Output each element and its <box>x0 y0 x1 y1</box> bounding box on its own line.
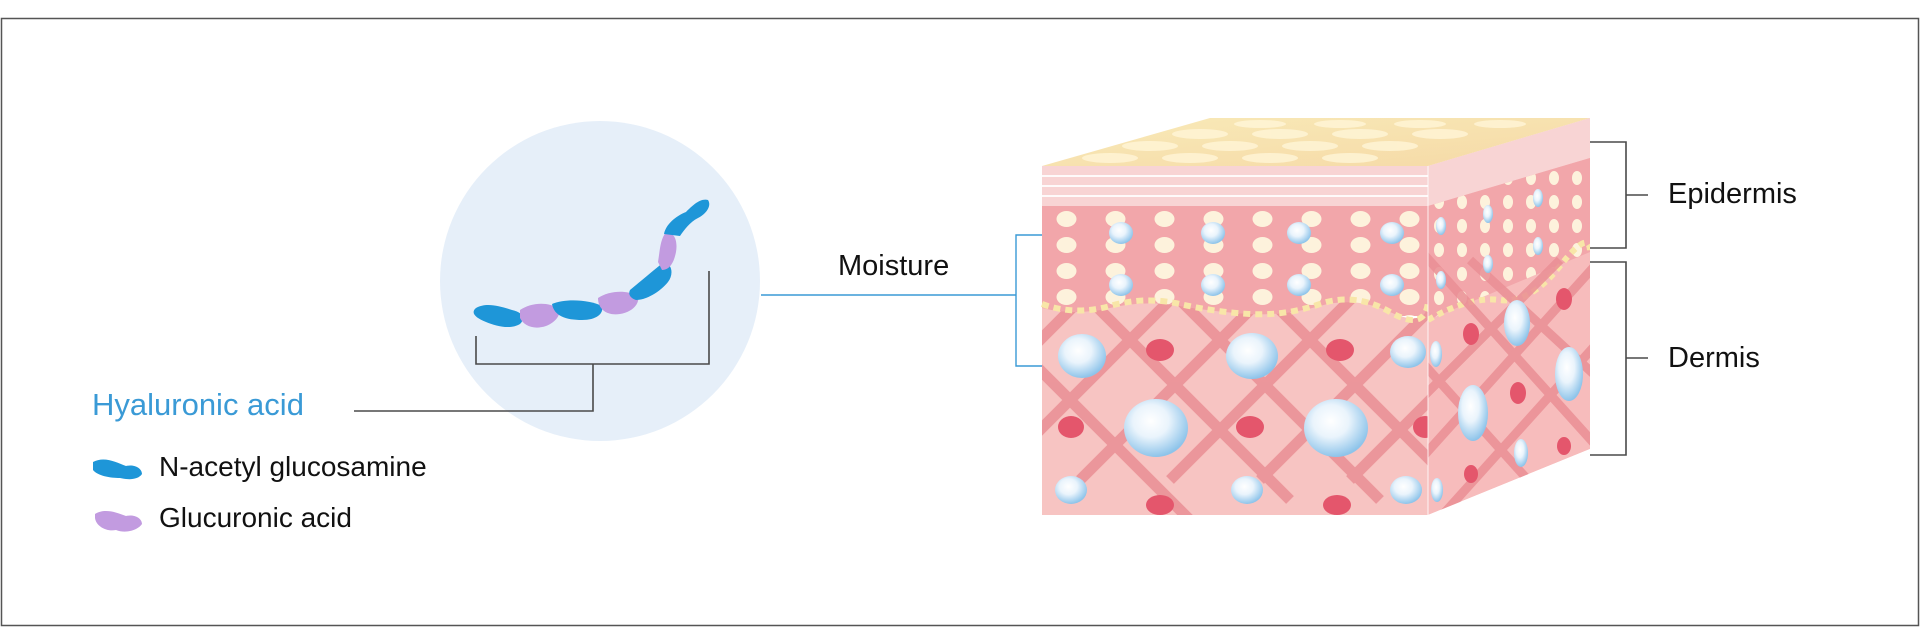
glucuronic-acid-icon <box>598 291 639 315</box>
glucuronic-acid-icon <box>520 303 560 328</box>
water-droplet-icon <box>1458 385 1488 441</box>
water-droplet-icon <box>1109 222 1133 244</box>
water-droplet-icon <box>1380 274 1404 296</box>
n-acetyl-glucosamine-icon <box>473 304 523 328</box>
skin-block <box>1040 118 1590 515</box>
molecule-zoom-circle <box>440 121 760 441</box>
hyaluronic-leader <box>354 271 710 412</box>
water-droplet-icon <box>1287 274 1311 296</box>
water-droplet-icon <box>1226 333 1278 379</box>
water-droplet-icon <box>1304 399 1368 457</box>
water-droplet-icon <box>1058 334 1106 378</box>
hyaluronic-acid-title: Hyaluronic acid <box>92 387 304 422</box>
water-droplet-icon <box>1287 222 1311 244</box>
water-droplet-icon <box>1390 336 1426 368</box>
glucuronic-acid-icon <box>95 510 142 532</box>
glucuronic-acid-icon <box>658 232 677 270</box>
water-droplet-icon <box>1555 347 1583 401</box>
water-droplet-icon <box>1430 341 1442 367</box>
water-droplet-icon <box>1109 274 1133 296</box>
water-droplet-icon <box>1483 205 1493 223</box>
water-droplet-icon <box>1055 476 1087 504</box>
moisture-label: Moisture <box>838 250 950 282</box>
water-droplet-icon <box>1231 476 1263 504</box>
layer-brackets <box>1590 141 1648 456</box>
water-droplet-icon <box>1533 189 1543 207</box>
water-droplet-icon <box>1483 255 1493 273</box>
water-droplet-icon <box>1533 237 1543 255</box>
legend <box>93 459 142 532</box>
n-acetyl-glucosamine-icon <box>629 262 672 300</box>
water-droplet-icon <box>1436 271 1446 289</box>
n-acetyl-glucosamine-icon <box>93 459 142 480</box>
water-droplet-icon <box>1431 478 1443 502</box>
water-droplet-icon <box>1514 439 1528 467</box>
water-droplets <box>1055 189 1583 504</box>
legend-n-acetyl-glucosamine-label: N-acetyl glucosamine <box>159 451 427 482</box>
water-droplet-icon <box>1504 300 1530 346</box>
water-droplet-icon <box>1124 399 1188 457</box>
water-droplet-icon <box>1201 274 1225 296</box>
water-droplet-icon <box>1380 222 1404 244</box>
n-acetyl-glucosamine-icon <box>664 199 710 236</box>
legend-glucuronic-acid-label: Glucuronic acid <box>159 502 352 533</box>
water-droplet-icon <box>1436 217 1446 235</box>
water-droplet-icon <box>1201 222 1225 244</box>
n-acetyl-glucosamine-icon <box>552 300 603 320</box>
water-droplet-icon <box>1390 476 1422 504</box>
epidermis-label: Epidermis <box>1668 178 1797 210</box>
hyaluronic-chain <box>473 199 710 328</box>
dermis-label: Dermis <box>1668 342 1760 374</box>
